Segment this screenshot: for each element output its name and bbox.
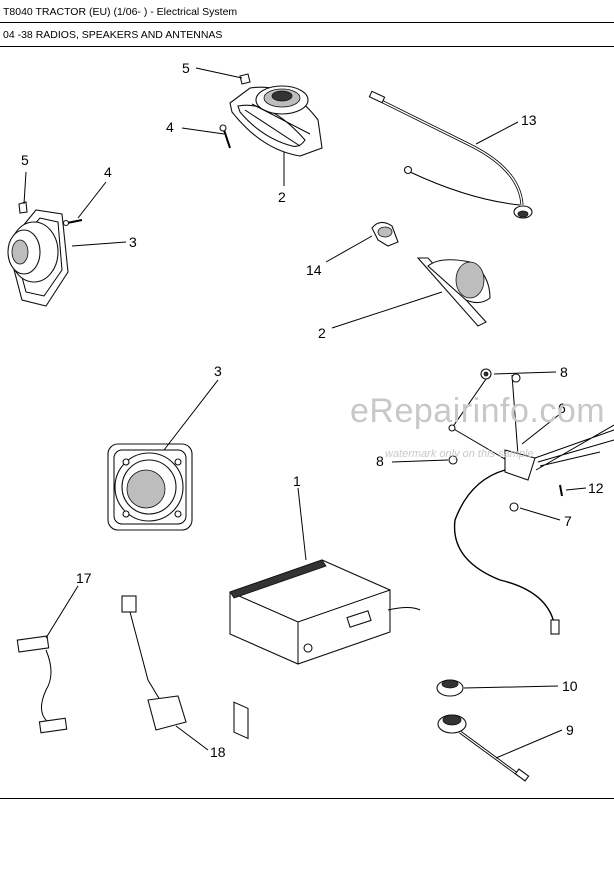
clip-left <box>18 201 28 214</box>
model-title: T8040 TRACTOR (EU) (1/06- ) - Electrical… <box>3 6 238 18</box>
callout-8-top: 8 <box>560 364 568 380</box>
header-section-line: 04 -38 RADIOS, SPEAKERS AND ANTENNAS <box>0 22 614 47</box>
speaker-side-right <box>416 257 491 327</box>
bottom-divider <box>0 798 614 799</box>
watermark-site: eRepairinfo.com <box>350 392 606 430</box>
section-title: 04 -38 RADIOS, SPEAKERS AND ANTENNAS <box>3 29 223 41</box>
callout-10: 10 <box>562 678 578 694</box>
connector-module-18 <box>121 595 187 731</box>
callout-13: 13 <box>521 112 537 128</box>
speaker-square-left <box>7 209 69 307</box>
callout-5-top: 5 <box>182 60 190 76</box>
antenna-cable <box>368 90 533 219</box>
callout-6: 6 <box>558 400 566 416</box>
grommet-10 <box>436 679 464 697</box>
callout-3-center: 3 <box>214 363 222 379</box>
callout-4-left: 4 <box>104 164 112 180</box>
callout-4-top: 4 <box>166 119 174 135</box>
mounting-bracket <box>371 221 399 247</box>
callout-18: 18 <box>210 744 226 760</box>
callout-7: 7 <box>564 513 572 529</box>
parts-diagram: 5 4 2 13 5 4 3 14 2 3 8 6 8 1 12 7 17 10… <box>7 60 614 782</box>
callout-8-left: 8 <box>376 453 384 469</box>
clip-top <box>239 73 251 85</box>
screw-left <box>62 219 83 227</box>
watermark-notice: watermark only on this sample <box>385 448 534 460</box>
callout-3-left: 3 <box>129 234 137 250</box>
screw-top <box>219 124 231 149</box>
leader-lines <box>23 67 587 759</box>
antenna-base-9 <box>437 714 530 782</box>
radio-unit <box>229 559 421 740</box>
callout-1: 1 <box>293 473 301 489</box>
speaker-square-center <box>107 443 193 531</box>
callout-14: 14 <box>306 262 322 278</box>
antenna-mount-assembly <box>448 368 614 635</box>
callout-9: 9 <box>566 722 574 738</box>
callout-12: 12 <box>588 480 604 496</box>
speaker-oval-top <box>229 85 323 157</box>
header-model-line: T8040 TRACTOR (EU) (1/06- ) - Electrical… <box>0 0 614 23</box>
wiring-harness-17 <box>16 635 68 734</box>
callout-2-top: 2 <box>278 189 286 205</box>
callout-17: 17 <box>76 570 92 586</box>
callout-2-right: 2 <box>318 325 326 341</box>
callout-5-left: 5 <box>21 152 29 168</box>
